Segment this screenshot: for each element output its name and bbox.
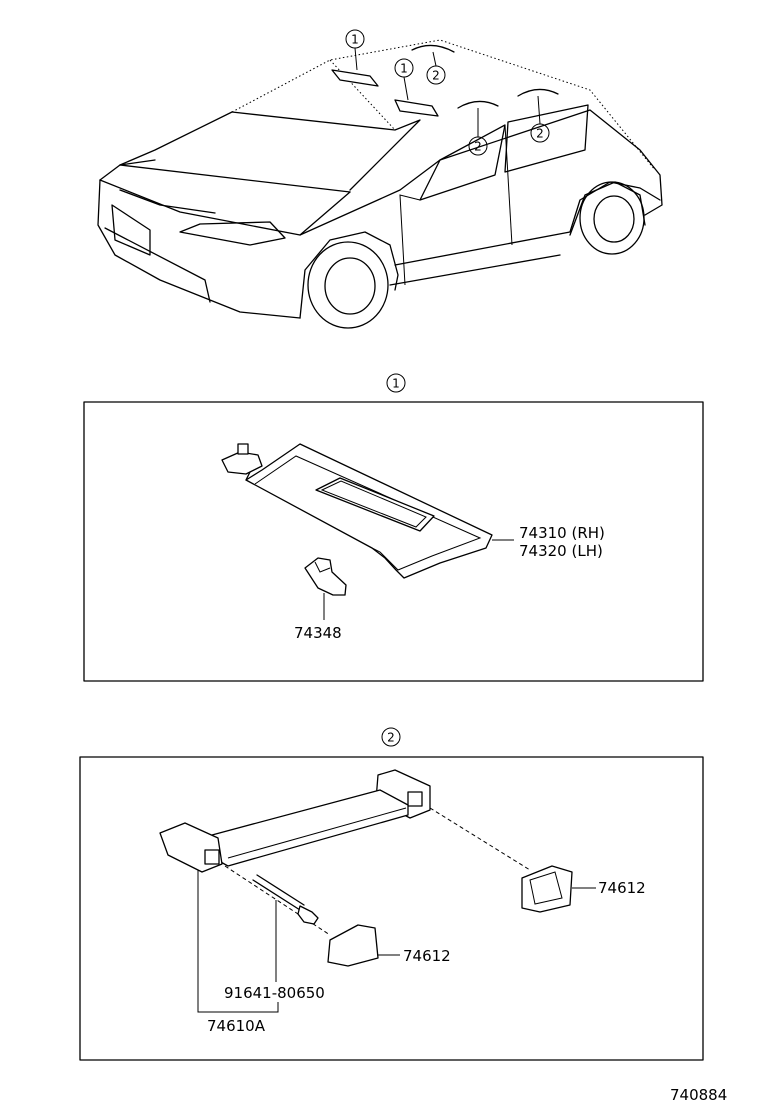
section-1-box bbox=[83, 401, 704, 682]
svg-text:2: 2 bbox=[387, 731, 395, 745]
car-callout-2c: 2 bbox=[530, 95, 550, 143]
section-2-box bbox=[79, 756, 704, 1061]
car-callout-2a: 2 bbox=[426, 51, 446, 85]
sunvisor-illustration bbox=[221, 443, 514, 620]
section-2-callout: 2 bbox=[381, 727, 401, 747]
svg-text:2: 2 bbox=[536, 127, 544, 141]
svg-text:1: 1 bbox=[392, 377, 400, 391]
diagram-id: 740884 bbox=[670, 1086, 727, 1104]
car-callout-1b: 1 bbox=[394, 58, 414, 101]
section-1-callout: 1 bbox=[386, 373, 406, 393]
part-label-74348: 74348 bbox=[294, 624, 342, 642]
car-illustration: 1 1 2 2 2 bbox=[97, 29, 663, 329]
part-label-74612-right: 74612 bbox=[598, 879, 646, 897]
car-callout-2b: 2 bbox=[468, 108, 488, 156]
part-label-74320: 74320 (LH) bbox=[519, 542, 603, 560]
svg-text:1: 1 bbox=[351, 33, 359, 47]
part-label-74610a: 74610A bbox=[207, 1017, 266, 1035]
assist-grip-illustration bbox=[159, 769, 596, 1013]
car-callout-1a: 1 bbox=[345, 29, 365, 71]
svg-text:1: 1 bbox=[400, 62, 408, 76]
part-label-74310: 74310 (RH) bbox=[519, 524, 605, 542]
svg-text:2: 2 bbox=[432, 69, 440, 83]
part-label-91641-80650: 91641-80650 bbox=[224, 984, 325, 1002]
part-label-74612-left: 74612 bbox=[403, 947, 451, 965]
svg-text:2: 2 bbox=[474, 140, 482, 154]
